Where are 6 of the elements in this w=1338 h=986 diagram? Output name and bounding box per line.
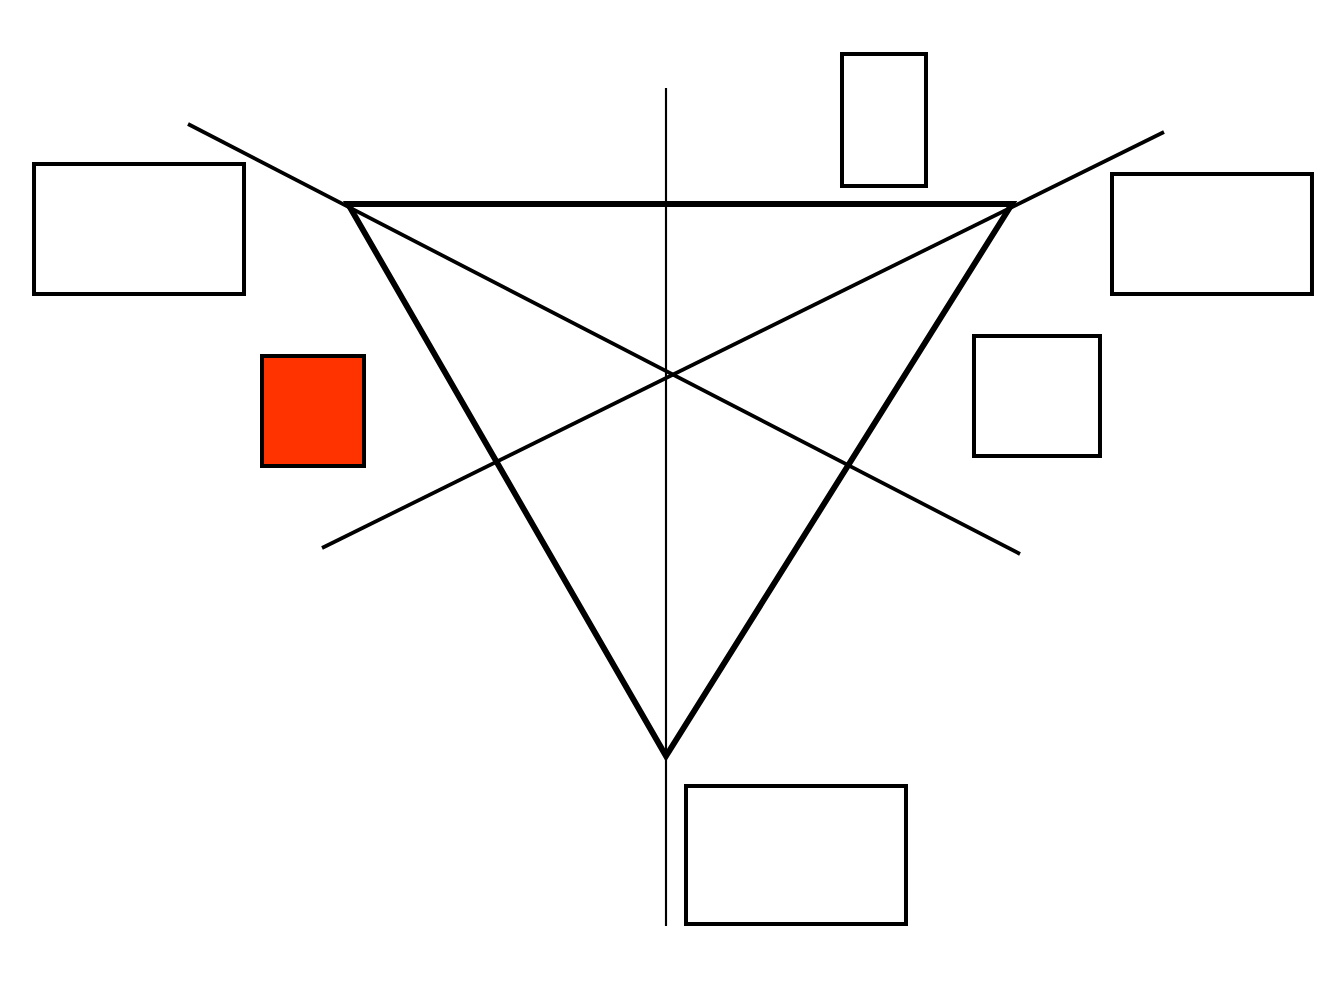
answer-box xyxy=(840,52,928,188)
filled-square xyxy=(260,354,366,468)
answer-box xyxy=(684,784,908,926)
answer-box xyxy=(972,334,1102,458)
answer-box xyxy=(32,162,246,296)
answer-box xyxy=(1110,172,1314,296)
